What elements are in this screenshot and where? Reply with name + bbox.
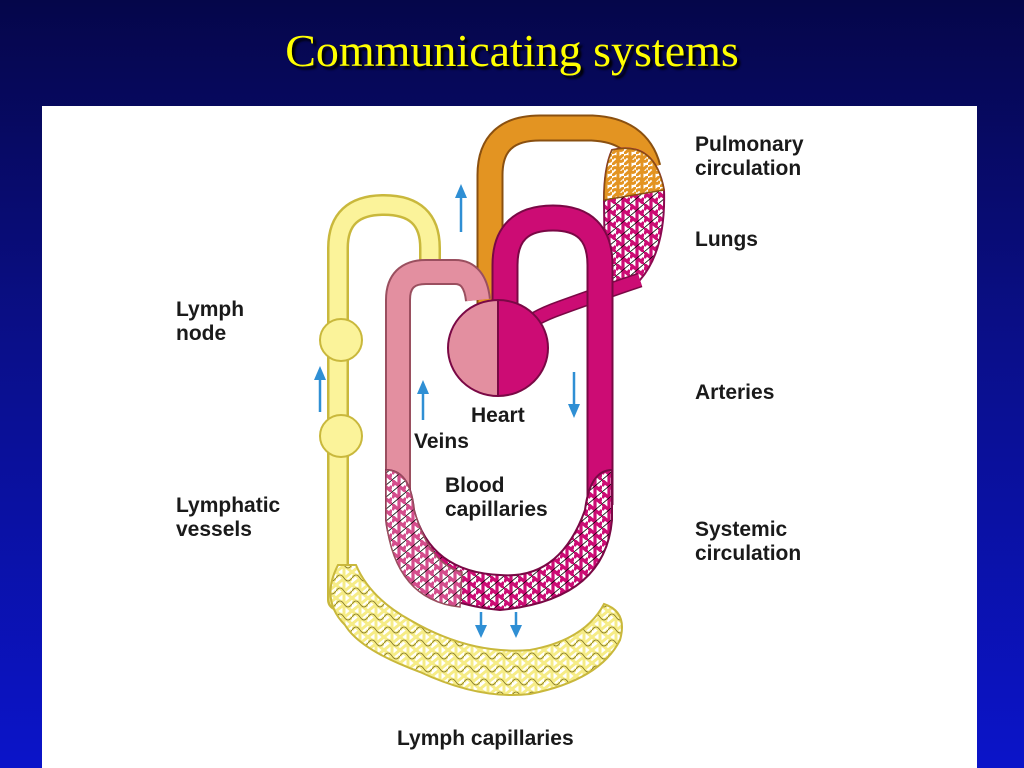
lung-capillaries xyxy=(602,147,666,292)
slide-title: Communicating systems xyxy=(285,25,739,76)
arrow-down-capillaries-right-icon xyxy=(510,612,522,638)
label-veins: Veins xyxy=(414,430,469,453)
label-lymph-capillaries: Lymph capillaries xyxy=(397,727,574,750)
label-lungs: Lungs xyxy=(695,228,758,251)
pulmonary-artery xyxy=(476,114,662,318)
label-arteries: Arteries xyxy=(695,381,775,404)
label-heart: Heart xyxy=(471,404,525,427)
label-blood-capillaries: Blood capillaries xyxy=(445,474,548,521)
arrow-up-pulmonary-icon xyxy=(455,184,467,232)
lymph-capillary-network xyxy=(329,564,623,697)
label-pulmonary-circulation: Pulmonary circulation xyxy=(695,133,804,180)
arrow-up-lymph-icon xyxy=(314,366,326,412)
label-lymph-node: Lymph node xyxy=(176,298,245,345)
aorta xyxy=(491,204,614,505)
vena-cava xyxy=(385,259,491,505)
arrow-up-veins-icon xyxy=(417,380,429,420)
blood-capillary-bed xyxy=(385,468,613,612)
lymph-node-upper xyxy=(319,318,363,362)
label-systemic-circulation: Systemic circulation xyxy=(695,518,802,565)
arrow-down-capillaries-left-icon xyxy=(475,612,487,638)
lymph-node-lower xyxy=(319,414,363,458)
label-lymphatic-vessels: Lymphatic vessels xyxy=(176,494,281,541)
lymphatic-vessel xyxy=(327,193,441,611)
arrow-down-arteries-icon xyxy=(568,372,580,418)
heart xyxy=(447,298,549,398)
